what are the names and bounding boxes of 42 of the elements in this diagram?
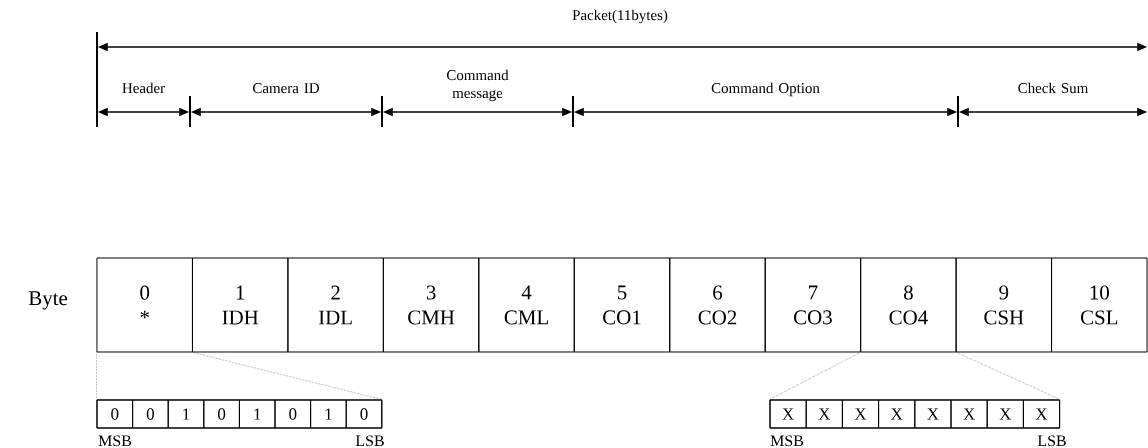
dimension-label: Command Option xyxy=(711,82,820,97)
byte-cell: 3 CMH xyxy=(382,257,480,353)
dimension-label: Header xyxy=(122,82,165,94)
byte-cell: 9 CSH xyxy=(955,257,1053,353)
byte-cell: 6 CO2 xyxy=(669,257,766,353)
bit-cell: 0 xyxy=(96,399,134,429)
bit-cell: 0 xyxy=(274,399,312,429)
leader-line xyxy=(192,352,383,400)
bit-cell: 1 xyxy=(238,399,276,429)
dimension-label: Command message xyxy=(447,69,509,102)
byte-cell: 2 IDL xyxy=(287,257,384,353)
dimension-label: Camera ID xyxy=(253,83,319,94)
bit-cell: X xyxy=(914,399,952,429)
leader-line xyxy=(956,352,1061,400)
leader-line xyxy=(769,352,861,400)
byte-cell: 7 CO3 xyxy=(764,257,862,353)
bit-cell: X xyxy=(805,399,843,429)
byte-cell: 4 CML xyxy=(478,257,575,353)
bit-order-label: LSB xyxy=(1037,435,1066,447)
bit-cell: 0 xyxy=(132,399,169,429)
bit-order-label: MSB xyxy=(98,435,132,447)
bit-cell: X xyxy=(841,399,880,429)
bit-cell: X xyxy=(878,399,916,429)
byte-cell: 1 IDH xyxy=(191,257,289,353)
bit-cell: X xyxy=(769,399,807,429)
bit-cell: X xyxy=(986,399,1024,429)
bit-cell: X xyxy=(1022,399,1061,429)
bit-cell: 1 xyxy=(310,399,347,429)
bit-order-label: MSB xyxy=(770,435,804,447)
row-label: Byte xyxy=(28,291,68,310)
bit-cell: 0 xyxy=(345,399,383,429)
bit-order-label: LSB xyxy=(355,435,384,447)
byte-cell: 10 CSL xyxy=(1051,257,1148,353)
dimension-label: Check Sum xyxy=(1018,82,1089,94)
bit-cell: 1 xyxy=(167,399,205,429)
bit-cell: 0 xyxy=(203,399,240,429)
leader-line xyxy=(96,352,97,400)
byte-cell: 0 * xyxy=(96,257,193,353)
dimension-label: Packet(11bytes) xyxy=(572,9,668,24)
byte-cell: 8 CO4 xyxy=(860,257,957,353)
bit-cell: X xyxy=(950,399,988,429)
byte-cell: 5 CO1 xyxy=(573,257,671,353)
